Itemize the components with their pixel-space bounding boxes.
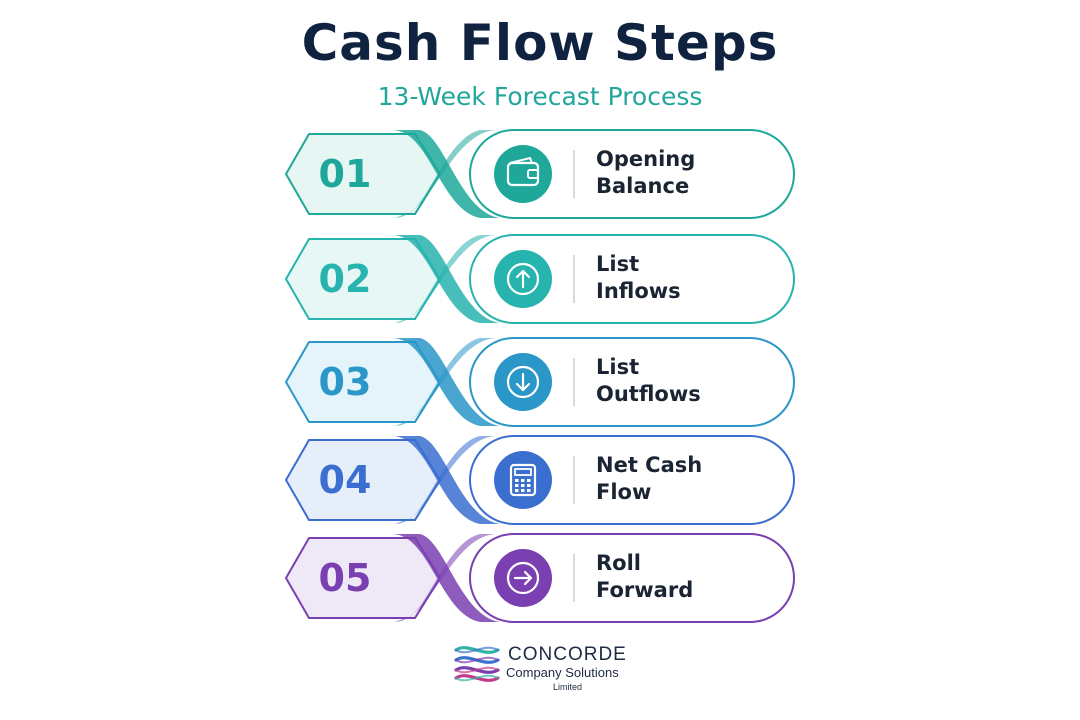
ribbon-twist bbox=[392, 235, 500, 323]
step-label-line1: List bbox=[596, 252, 640, 276]
step-number: 02 bbox=[318, 257, 372, 301]
step-label-line2: Balance bbox=[596, 174, 690, 198]
wallet-icon bbox=[506, 156, 540, 187]
arrow-right-circle-icon bbox=[506, 561, 540, 595]
logo-wave bbox=[455, 666, 499, 674]
step-label-line2: Inflows bbox=[596, 279, 681, 303]
step-02 bbox=[284, 234, 795, 324]
step-label-line2: Flow bbox=[596, 480, 652, 504]
ribbon-twist bbox=[392, 534, 500, 622]
logo-wave bbox=[455, 646, 499, 654]
logo-wave bbox=[455, 674, 499, 682]
arrow-down-circle-icon bbox=[506, 365, 540, 399]
step-label-line1: Opening bbox=[596, 147, 696, 171]
logo-suffix: Limited bbox=[553, 682, 583, 692]
arrow-up-circle-icon bbox=[506, 262, 540, 296]
logo-wave bbox=[455, 656, 499, 664]
step-number: 05 bbox=[318, 556, 372, 600]
step-card bbox=[469, 533, 795, 623]
page-title: Cash Flow Steps bbox=[301, 14, 779, 72]
step-number: 01 bbox=[318, 152, 372, 196]
step-number: 04 bbox=[318, 458, 372, 502]
step-label-line2: Forward bbox=[596, 578, 694, 602]
step-label-line1: List bbox=[596, 355, 640, 379]
step-01 bbox=[284, 129, 795, 219]
step-03 bbox=[284, 337, 795, 427]
logo-name: CONCORDE bbox=[508, 644, 627, 665]
ribbon-twist bbox=[392, 130, 500, 218]
step-card bbox=[469, 234, 795, 324]
ribbon-twist bbox=[392, 338, 500, 426]
step-card bbox=[469, 337, 795, 427]
step-05 bbox=[284, 533, 795, 623]
step-04 bbox=[284, 435, 795, 525]
logo-tagline: Company Solutions bbox=[506, 665, 619, 680]
step-card bbox=[469, 435, 795, 525]
step-card bbox=[469, 129, 795, 219]
step-label-line1: Roll bbox=[596, 551, 641, 575]
calculator-icon bbox=[509, 463, 537, 497]
page-subtitle: 13-Week Forecast Process bbox=[377, 82, 703, 111]
step-number: 03 bbox=[318, 360, 372, 404]
step-label-line2: Outflows bbox=[596, 382, 701, 406]
ribbon-twist bbox=[392, 436, 500, 524]
icon-badge bbox=[494, 145, 552, 203]
concorde-logo-icon bbox=[454, 646, 500, 682]
step-label-line1: Net Cash bbox=[596, 453, 703, 477]
